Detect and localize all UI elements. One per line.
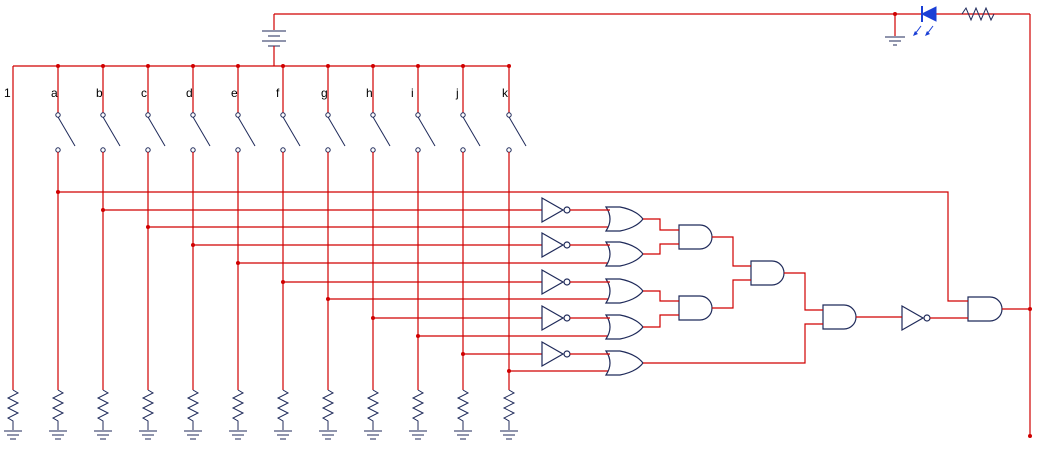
ground-symbol-e bbox=[229, 430, 247, 440]
pulldown-resistor-j bbox=[456, 389, 470, 430]
switch-label-h: h bbox=[366, 86, 373, 100]
battery-source bbox=[262, 13, 1030, 52]
input-wire-g bbox=[326, 297, 610, 301]
or-gate-1 bbox=[604, 206, 644, 232]
or-gate-2 bbox=[604, 241, 644, 267]
pulldown-resistor-k bbox=[502, 389, 516, 430]
led-ground-branch bbox=[885, 12, 905, 46]
switch-column-c: c bbox=[139, 64, 166, 440]
ground-symbol-i bbox=[409, 430, 427, 440]
not-gate-3 bbox=[541, 268, 571, 296]
switch-column-h: h bbox=[364, 64, 391, 440]
input-wire-i bbox=[416, 334, 610, 338]
pulldown-resistor-1 bbox=[6, 389, 20, 430]
not-gate-5 bbox=[541, 340, 571, 368]
switch-label-f: f bbox=[276, 86, 280, 100]
not-gate-2 bbox=[541, 231, 571, 259]
and-gate-1 bbox=[678, 224, 713, 250]
switch-label-j: j bbox=[455, 86, 459, 100]
switch-column-g: g bbox=[319, 64, 346, 440]
input-wire-k bbox=[507, 369, 610, 373]
not-gate-6 bbox=[901, 304, 931, 332]
switch-e[interactable] bbox=[235, 112, 256, 153]
ground-symbol-d bbox=[184, 430, 202, 440]
pulldown-resistor-b bbox=[96, 389, 110, 430]
switch-label-1: 1 bbox=[4, 86, 11, 100]
pulldown-resistor-i bbox=[411, 389, 425, 430]
led-resistor bbox=[961, 6, 995, 22]
ground-symbol-b bbox=[94, 430, 112, 440]
and-gate-2 bbox=[678, 295, 713, 321]
input-wire-e bbox=[236, 261, 610, 265]
output-wire bbox=[1028, 14, 1032, 438]
pulldown-resistor-c bbox=[141, 389, 155, 430]
switch-d[interactable] bbox=[190, 112, 211, 153]
and-gate-4 bbox=[822, 304, 857, 330]
switch-column-f: f bbox=[274, 64, 301, 440]
not-gate-4 bbox=[541, 304, 571, 332]
switch-label-e: e bbox=[231, 86, 238, 100]
switch-c[interactable] bbox=[145, 112, 166, 153]
switch-g[interactable] bbox=[325, 112, 346, 153]
pulldown-resistor-e bbox=[231, 389, 245, 430]
switch-b[interactable] bbox=[100, 112, 121, 153]
input-wire-b bbox=[101, 208, 542, 212]
ground-symbol-1 bbox=[4, 430, 22, 440]
switch-label-b: b bbox=[96, 86, 103, 100]
switch-j[interactable] bbox=[460, 112, 481, 153]
pulldown-resistor-g bbox=[321, 389, 335, 430]
input-wire-c bbox=[146, 225, 610, 229]
input-wire-f bbox=[281, 280, 542, 284]
ground-symbol-a bbox=[49, 430, 67, 440]
switch-k[interactable] bbox=[506, 112, 527, 153]
pulldown-resistor-f bbox=[276, 389, 290, 430]
switch-column-e: e bbox=[229, 64, 256, 440]
switch-label-g: g bbox=[321, 86, 328, 100]
ground-symbol-k bbox=[500, 430, 518, 440]
switch-a[interactable] bbox=[55, 112, 76, 153]
switch-column-k: k bbox=[500, 64, 527, 440]
switch-h[interactable] bbox=[370, 112, 391, 153]
ground-symbol-f bbox=[274, 430, 292, 440]
ground-symbol-g bbox=[319, 430, 337, 440]
switch-column-a: a bbox=[49, 64, 76, 440]
switch-columns: 1 a b c d e f g h i j k bbox=[4, 64, 527, 440]
switch-label-k: k bbox=[502, 86, 509, 100]
pulldown-resistor-h bbox=[366, 389, 380, 430]
not-gate-1 bbox=[541, 196, 571, 224]
switch-column-1: 1 bbox=[4, 86, 22, 440]
switch-column-j: j bbox=[454, 64, 481, 440]
ground-symbol-h bbox=[364, 430, 382, 440]
switch-label-a: a bbox=[51, 86, 58, 100]
ground-symbol-c bbox=[139, 430, 157, 440]
input-wires bbox=[56, 190, 610, 373]
switch-column-d: d bbox=[184, 64, 211, 440]
input-wire-d bbox=[191, 243, 542, 247]
or-gate-3 bbox=[604, 278, 644, 304]
or-gate-4 bbox=[604, 314, 644, 340]
and-gate-3 bbox=[750, 260, 785, 286]
pulldown-resistor-d bbox=[186, 389, 200, 430]
ground-symbol-j bbox=[454, 430, 472, 440]
switch-label-i: i bbox=[411, 86, 414, 100]
or-gate-5 bbox=[604, 350, 644, 376]
power-rail bbox=[12, 52, 509, 390]
gate-interconnects bbox=[58, 191, 1030, 364]
pulldown-resistor-a bbox=[51, 389, 65, 430]
switch-column-b: b bbox=[94, 64, 121, 440]
input-wire-h bbox=[371, 316, 542, 320]
output-led bbox=[913, 6, 937, 36]
switch-i[interactable] bbox=[415, 112, 436, 153]
switch-label-c: c bbox=[141, 86, 147, 100]
switch-f[interactable] bbox=[280, 112, 301, 153]
switch-label-d: d bbox=[186, 86, 193, 100]
input-wire-j bbox=[461, 352, 542, 356]
and-gate-final bbox=[967, 296, 1003, 322]
switch-column-i: i bbox=[409, 64, 436, 440]
